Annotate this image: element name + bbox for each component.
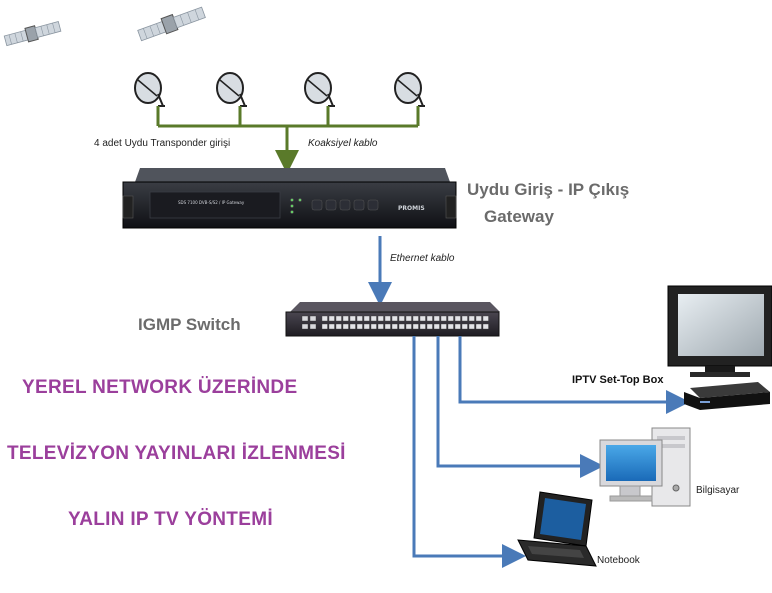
switch-port bbox=[335, 315, 342, 322]
switch-port bbox=[356, 323, 363, 330]
switch-port bbox=[363, 323, 370, 330]
switch-port bbox=[412, 315, 419, 322]
switch-port bbox=[363, 315, 370, 322]
switch-port bbox=[321, 315, 328, 322]
switch-port bbox=[447, 323, 454, 330]
switch-port bbox=[433, 323, 440, 330]
switch-port bbox=[440, 323, 447, 330]
satellite-icon bbox=[137, 6, 206, 42]
switch-port bbox=[342, 315, 349, 322]
switch-port bbox=[475, 315, 482, 322]
gateway-device: SDS 7100 DVB-S/S2 / IP Gateway PROMIS bbox=[122, 168, 457, 229]
switch-port bbox=[342, 323, 349, 330]
switch-port bbox=[468, 315, 475, 322]
coax-cabling bbox=[156, 106, 420, 174]
switch-port bbox=[328, 315, 335, 322]
switch-port bbox=[370, 315, 377, 322]
set-top-box-icon bbox=[684, 382, 770, 410]
switch-port bbox=[433, 315, 440, 322]
switch-port bbox=[440, 315, 447, 322]
switch-port bbox=[482, 323, 489, 330]
gateway-title-line1: Uydu Giriş - IP Çıkış bbox=[467, 180, 630, 199]
stb-label: IPTV Set-Top Box bbox=[572, 374, 664, 386]
switch-port bbox=[384, 323, 391, 330]
headline-line3: YALIN IP TV YÖNTEMİ bbox=[68, 509, 273, 530]
switch-port bbox=[349, 315, 356, 322]
satellite-dish-icon bbox=[134, 72, 165, 107]
gateway-model-text: SDS 7100 DVB-S/S2 / IP Gateway bbox=[178, 200, 245, 205]
computer-label: Bilgisayar bbox=[696, 485, 740, 496]
satellite-dish-icon bbox=[216, 72, 247, 107]
switch-port bbox=[356, 315, 363, 322]
switch-port bbox=[405, 315, 412, 322]
switch-port bbox=[454, 323, 461, 330]
gateway-brand-text: PROMIS bbox=[398, 205, 425, 212]
switch-port bbox=[384, 315, 391, 322]
switch-port bbox=[391, 315, 398, 322]
switch-port bbox=[454, 315, 461, 322]
notebook-label: Notebook bbox=[597, 555, 640, 566]
switch-port bbox=[349, 323, 356, 330]
laptop-icon bbox=[517, 491, 597, 567]
switch-port bbox=[426, 323, 433, 330]
switch-port bbox=[335, 323, 342, 330]
switch-port bbox=[412, 323, 419, 330]
desktop-computer-icon bbox=[599, 427, 691, 507]
switch-port bbox=[398, 315, 405, 322]
switch-label: IGMP Switch bbox=[138, 315, 241, 334]
switch-port bbox=[405, 323, 412, 330]
satellite-icon bbox=[3, 21, 62, 47]
switch-port bbox=[426, 315, 433, 322]
switch-port bbox=[468, 323, 475, 330]
gateway-title-line2: Gateway bbox=[484, 207, 554, 226]
switch-port bbox=[391, 323, 398, 330]
tv-icon bbox=[667, 285, 772, 377]
headline-line1: YEREL NETWORK ÜZERİNDE bbox=[22, 377, 298, 398]
switch-port bbox=[377, 315, 384, 322]
switch-port bbox=[419, 315, 426, 322]
switch-port bbox=[370, 323, 377, 330]
satellite-input-label: 4 adet Uydu Transponder girişi bbox=[94, 138, 231, 149]
satellite-dish-icon bbox=[304, 72, 335, 107]
switch-port bbox=[321, 323, 328, 330]
switch-port bbox=[398, 323, 405, 330]
switch-port bbox=[461, 315, 468, 322]
switch-port bbox=[482, 315, 489, 322]
coax-cable-label: Koaksiyel kablo bbox=[308, 138, 378, 149]
headline-line2: TELEVİZYON YAYINLARI İZLENMESİ bbox=[7, 443, 346, 464]
satellite-dish-icon bbox=[394, 72, 425, 107]
switch-port bbox=[447, 315, 454, 322]
igmp-switch-device bbox=[285, 302, 500, 337]
switch-port bbox=[419, 323, 426, 330]
switch-port bbox=[328, 323, 335, 330]
switch-port bbox=[377, 323, 384, 330]
switch-port bbox=[475, 323, 482, 330]
ethernet-cable-label: Ethernet kablo bbox=[390, 253, 455, 264]
ethernet-distribution bbox=[412, 336, 690, 568]
switch-port bbox=[461, 323, 468, 330]
